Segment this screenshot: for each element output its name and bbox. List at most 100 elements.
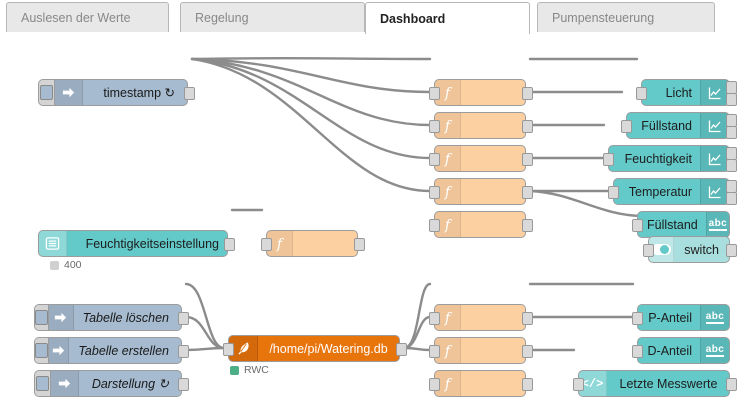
node-inject-tabelle-erstellen[interactable]: Tabelle erstellen xyxy=(34,337,182,364)
port-out2-chart-feuchtigkeit[interactable] xyxy=(726,159,737,172)
tab-pumpensteuerung[interactable]: Pumpensteuerung xyxy=(537,2,715,32)
port-in-func-2[interactable] xyxy=(429,120,440,133)
wire-timestamp-func2 xyxy=(190,57,432,94)
node-inject-darstellung[interactable]: Darstellung ↻ xyxy=(34,370,182,397)
port-in-func-8[interactable] xyxy=(429,378,440,391)
port-out-func-6[interactable] xyxy=(522,312,533,325)
tab-regelung[interactable]: Regelung xyxy=(180,2,365,32)
wire-db-func8 xyxy=(402,346,432,352)
port-out-func-5[interactable] xyxy=(522,219,533,232)
port-in-func-5[interactable] xyxy=(429,219,440,232)
status-dot xyxy=(50,260,59,270)
port-in-func-4[interactable] xyxy=(429,186,440,199)
arrow-right-icon xyxy=(55,80,83,105)
port-out2-chart-licht[interactable] xyxy=(726,93,737,106)
port-out-ui-feuchtigkeitseinstellung[interactable] xyxy=(224,238,235,251)
port-in-chart-temperatur[interactable] xyxy=(608,186,619,199)
node-chart-feuchtigkeit[interactable]: Feuchtigkeit xyxy=(608,145,730,172)
wire-timestamp-func3 xyxy=(190,57,432,127)
node-function-2[interactable]: f xyxy=(434,112,526,139)
wire-db-func6 xyxy=(402,282,432,350)
svg-text:f: f xyxy=(444,217,453,232)
node-text-d-anteil[interactable]: D-Anteil abc xyxy=(637,337,730,364)
node-chart-temperatur[interactable]: Temperatur xyxy=(613,178,730,205)
flow-canvas[interactable]: timestamp ↻ Feuchtigkeitseinstellung 400… xyxy=(0,33,750,401)
port-in-template-letzte-messwerte[interactable] xyxy=(573,378,584,391)
port-out2-chart-temperatur[interactable] xyxy=(726,192,737,205)
node-function-feuchtigkeit[interactable]: f xyxy=(266,230,358,257)
node-function-3[interactable]: f xyxy=(434,145,526,172)
tab-auslesen-der-werte[interactable]: Auslesen der Werte xyxy=(6,2,169,32)
inject-button[interactable] xyxy=(35,338,49,363)
abc-icon: abc xyxy=(705,212,729,237)
port-out-inject-darstellung[interactable] xyxy=(178,378,189,391)
port-out2-chart-fuellstand[interactable] xyxy=(726,126,737,139)
port-out-func-3[interactable] xyxy=(522,153,533,166)
svg-text:f: f xyxy=(444,343,453,358)
port-in-text-fuellstand[interactable] xyxy=(632,219,643,232)
node-function-6[interactable]: f xyxy=(434,304,526,331)
port-out-inject-tabelle-loeschen[interactable] xyxy=(178,312,189,325)
form-list-icon xyxy=(39,231,67,256)
node-inject-tabelle-loeschen[interactable]: Tabelle löschen xyxy=(34,304,182,331)
node-function-8[interactable]: f xyxy=(434,370,526,397)
node-label: P-Anteil xyxy=(648,310,692,325)
port-in-func-1[interactable] xyxy=(429,87,440,100)
node-function-7[interactable]: f xyxy=(434,337,526,364)
node-text-p-anteil[interactable]: P-Anteil abc xyxy=(637,304,730,331)
port-in-func-6[interactable] xyxy=(429,312,440,325)
arrow-right-icon xyxy=(49,338,70,363)
status-text: 400 xyxy=(64,259,82,271)
port-out-func-1[interactable] xyxy=(522,87,533,100)
node-label: Tabelle löschen xyxy=(82,310,169,325)
port-out-inject-tabelle-erstellen[interactable] xyxy=(178,345,189,358)
port-out-func-7[interactable] xyxy=(522,345,533,358)
port-out-template-letzte-messwerte[interactable] xyxy=(726,378,737,391)
tab-label: Auslesen der Werte xyxy=(21,10,131,25)
port-out-inject-timestamp[interactable] xyxy=(184,87,195,100)
svg-text:f: f xyxy=(444,85,453,100)
port-out-func-8[interactable] xyxy=(522,378,533,391)
node-text-fuellstand[interactable]: Füllstand abc xyxy=(637,211,730,238)
port-in-chart-fuellstand[interactable] xyxy=(621,120,632,133)
svg-text:f: f xyxy=(444,184,453,199)
port-in-chart-licht[interactable] xyxy=(636,87,647,100)
node-label: D-Anteil xyxy=(647,343,692,358)
node-function-5[interactable]: f xyxy=(434,211,526,238)
wire-tabelle-loeschen-db xyxy=(184,282,226,350)
node-ui-switch[interactable]: switch xyxy=(648,236,730,263)
node-sqlite-watering-db[interactable]: /home/pi/Watering.db xyxy=(228,335,400,362)
port-out-ui-switch[interactable] xyxy=(726,244,737,257)
port-in-func-7[interactable] xyxy=(429,345,440,358)
node-function-4[interactable]: f xyxy=(434,178,526,205)
port-in-ui-switch[interactable] xyxy=(643,244,654,257)
node-status-feuchtigkeitseinstellung: 400 xyxy=(50,259,82,271)
node-label: Füllstand xyxy=(641,118,692,133)
port-out-func-fe[interactable] xyxy=(354,238,365,251)
arrow-right-icon xyxy=(51,371,79,396)
node-inject-timestamp[interactable]: timestamp ↻ xyxy=(38,79,188,106)
tab-dashboard[interactable]: Dashboard xyxy=(365,2,530,34)
port-in-text-p-anteil[interactable] xyxy=(632,312,643,325)
node-function-1[interactable]: f xyxy=(434,79,526,106)
port-in-func-3[interactable] xyxy=(429,153,440,166)
port-out-db-watering[interactable] xyxy=(396,343,407,356)
f-icon: f xyxy=(267,231,293,256)
arrow-right-icon xyxy=(49,305,74,330)
node-label: Feuchtigkeit xyxy=(624,151,692,166)
node-chart-licht[interactable]: Licht xyxy=(641,79,730,106)
inject-button[interactable] xyxy=(39,80,55,105)
port-in-db-watering[interactable] xyxy=(223,343,234,356)
port-out-func-4[interactable] xyxy=(522,186,533,199)
node-chart-fuellstand[interactable]: Füllstand xyxy=(626,112,730,139)
inject-button[interactable] xyxy=(35,371,51,396)
port-in-func-fe[interactable] xyxy=(261,238,272,251)
port-in-chart-feuchtigkeit[interactable] xyxy=(603,153,614,166)
node-template-letzte-messwerte[interactable]: </> Letzte Messwerte xyxy=(578,370,730,397)
inject-button[interactable] xyxy=(35,305,50,330)
node-label: Licht xyxy=(665,85,692,100)
line-chart-icon xyxy=(700,179,729,204)
port-out-func-2[interactable] xyxy=(522,120,533,133)
port-in-text-d-anteil[interactable] xyxy=(632,345,643,358)
node-ui-feuchtigkeitseinstellung[interactable]: Feuchtigkeitseinstellung xyxy=(38,230,228,257)
